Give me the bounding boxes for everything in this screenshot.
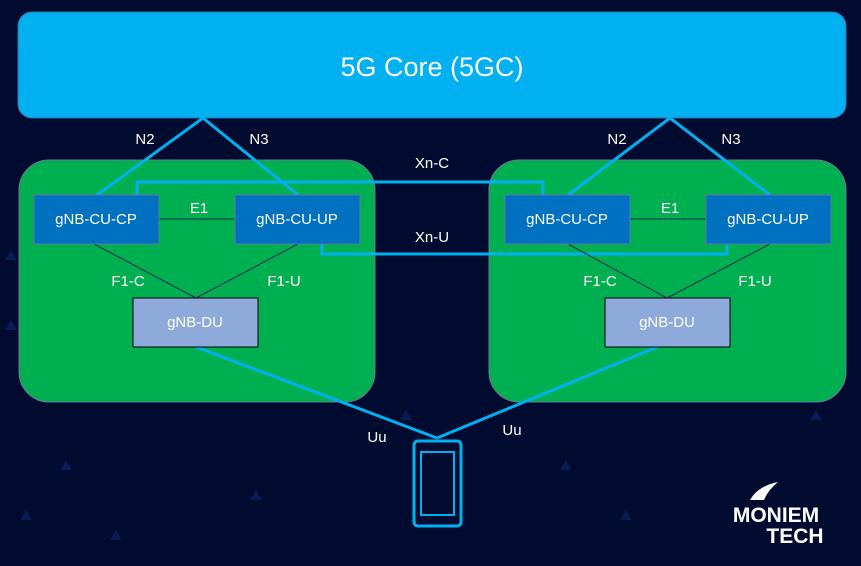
5g-core-box [17,11,847,119]
gnb-du-right-label: gNB-DU [639,314,695,331]
xn-c-label: Xn-C [415,155,449,172]
n3-label-left: N3 [249,131,268,148]
5g-core-label: 5G Core (5GC) [340,52,523,82]
f1u-label-right: F1-U [738,273,771,290]
n3-label-right: N3 [721,131,740,148]
gnb-cu-up-left-label: gNB-CU-UP [256,211,338,228]
gnb-cu-cp-left-label: gNB-CU-CP [55,211,137,228]
f1c-link-left [93,243,197,299]
gnb-cu-up-right-label: gNB-CU-UP [727,211,809,228]
gnb-du-left [132,297,259,348]
f1c-label-left: F1-C [111,273,145,290]
logo-line2: TECH [766,525,823,548]
e1-label-right: E1 [661,200,679,217]
uu-label-right: Uu [502,422,521,439]
e1-label-left: E1 [190,200,208,217]
gnb-du-right [604,297,731,348]
uu-link-right [436,345,658,440]
f1u-label-left: F1-U [267,273,300,290]
uu-link-left [195,345,438,440]
xn-u-label: Xn-U [415,229,449,246]
n2-link-right [567,116,671,197]
n2-link-left [96,116,204,197]
f1c-label-right: F1-C [583,273,617,290]
f1c-link-right [567,243,668,299]
background-pattern [5,250,822,540]
moniem-tech-logo: MONIEM TECH [733,482,824,548]
xn-c-link [135,180,545,195]
n3-link-right [669,116,771,197]
gnb-cu-cp-left [33,194,160,245]
gnb-cu-cp-right-label: gNB-CU-CP [526,211,608,228]
smartphone-icon [412,439,463,528]
uu-label-left: Uu [367,429,386,446]
gnb-cu-up-left [234,194,361,245]
logo-line1: MONIEM [733,504,819,527]
f1u-link-left [195,243,299,299]
xn-u-link [320,244,729,256]
n2-label-right: N2 [607,131,626,148]
gnb-cu-up-right [705,194,832,245]
n2-label-left: N2 [135,131,154,148]
gnb-du-left-label: gNB-DU [167,314,223,331]
gnb-cu-cp-right [504,194,631,245]
f1u-link-right [666,243,771,299]
